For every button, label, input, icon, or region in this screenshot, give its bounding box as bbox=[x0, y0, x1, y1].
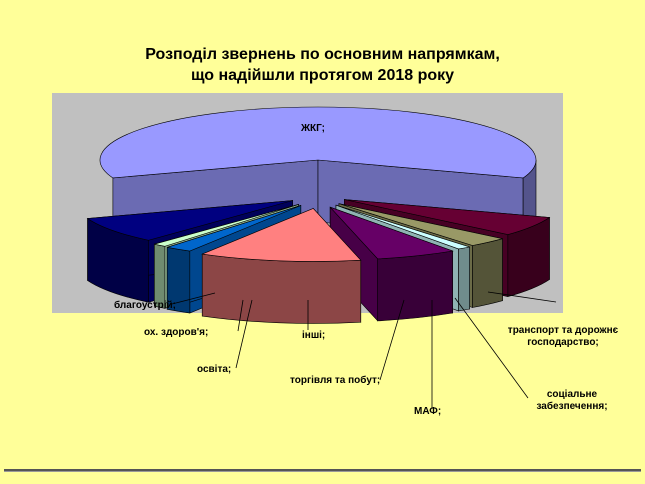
label-maf: МАФ; bbox=[414, 406, 442, 417]
leader-line-7 bbox=[237, 299, 244, 332]
leader-line-2 bbox=[454, 297, 529, 399]
slice-2-top bbox=[338, 203, 503, 246]
slice-4-top bbox=[329, 206, 454, 260]
leader-line-8 bbox=[171, 292, 216, 305]
slice-8-top bbox=[86, 200, 293, 241]
leader-line-4 bbox=[379, 299, 405, 381]
slice-7-top bbox=[154, 204, 299, 247]
label-inshi: інші; bbox=[302, 330, 326, 341]
slice-5-top bbox=[201, 208, 362, 262]
slice-0-top bbox=[99, 106, 537, 179]
chart-title: Розподіл звернень по основним напрямкам,… bbox=[0, 44, 645, 86]
label-transport: транспорт та дорожнє господарство; bbox=[507, 325, 619, 348]
pie-slices bbox=[86, 106, 551, 324]
label-torhivlia: торгівля та побут; bbox=[290, 375, 381, 386]
slice-3-wall-0 bbox=[458, 246, 470, 312]
chart-title-line-2: що надійшли протягом 2018 року bbox=[190, 67, 455, 84]
leader-line-1 bbox=[487, 291, 557, 303]
slice-2-wall-0 bbox=[472, 238, 503, 308]
leader-line-6 bbox=[235, 299, 253, 369]
label-okh-zdorovya: ох. здоров'я; bbox=[144, 327, 209, 338]
label-blagoustriy: благоустрій; bbox=[114, 300, 176, 311]
label-zhkg: ЖКГ; bbox=[301, 123, 326, 134]
leader-lines bbox=[171, 291, 557, 408]
slice-7-wall-0 bbox=[154, 243, 166, 309]
slice-4-wall-0 bbox=[377, 250, 453, 322]
slice-1-top bbox=[344, 199, 551, 235]
label-socialne: соціальне забезпечення; bbox=[536, 389, 608, 412]
label-osvita: освіта; bbox=[197, 364, 232, 375]
slice-6-top bbox=[167, 205, 301, 252]
bottom-rule bbox=[4, 469, 641, 472]
slice-5-wall-0 bbox=[201, 253, 362, 324]
slice-3-top bbox=[335, 204, 470, 250]
chart-title-line-1: Розподіл звернень по основним напрямкам, bbox=[145, 46, 500, 63]
